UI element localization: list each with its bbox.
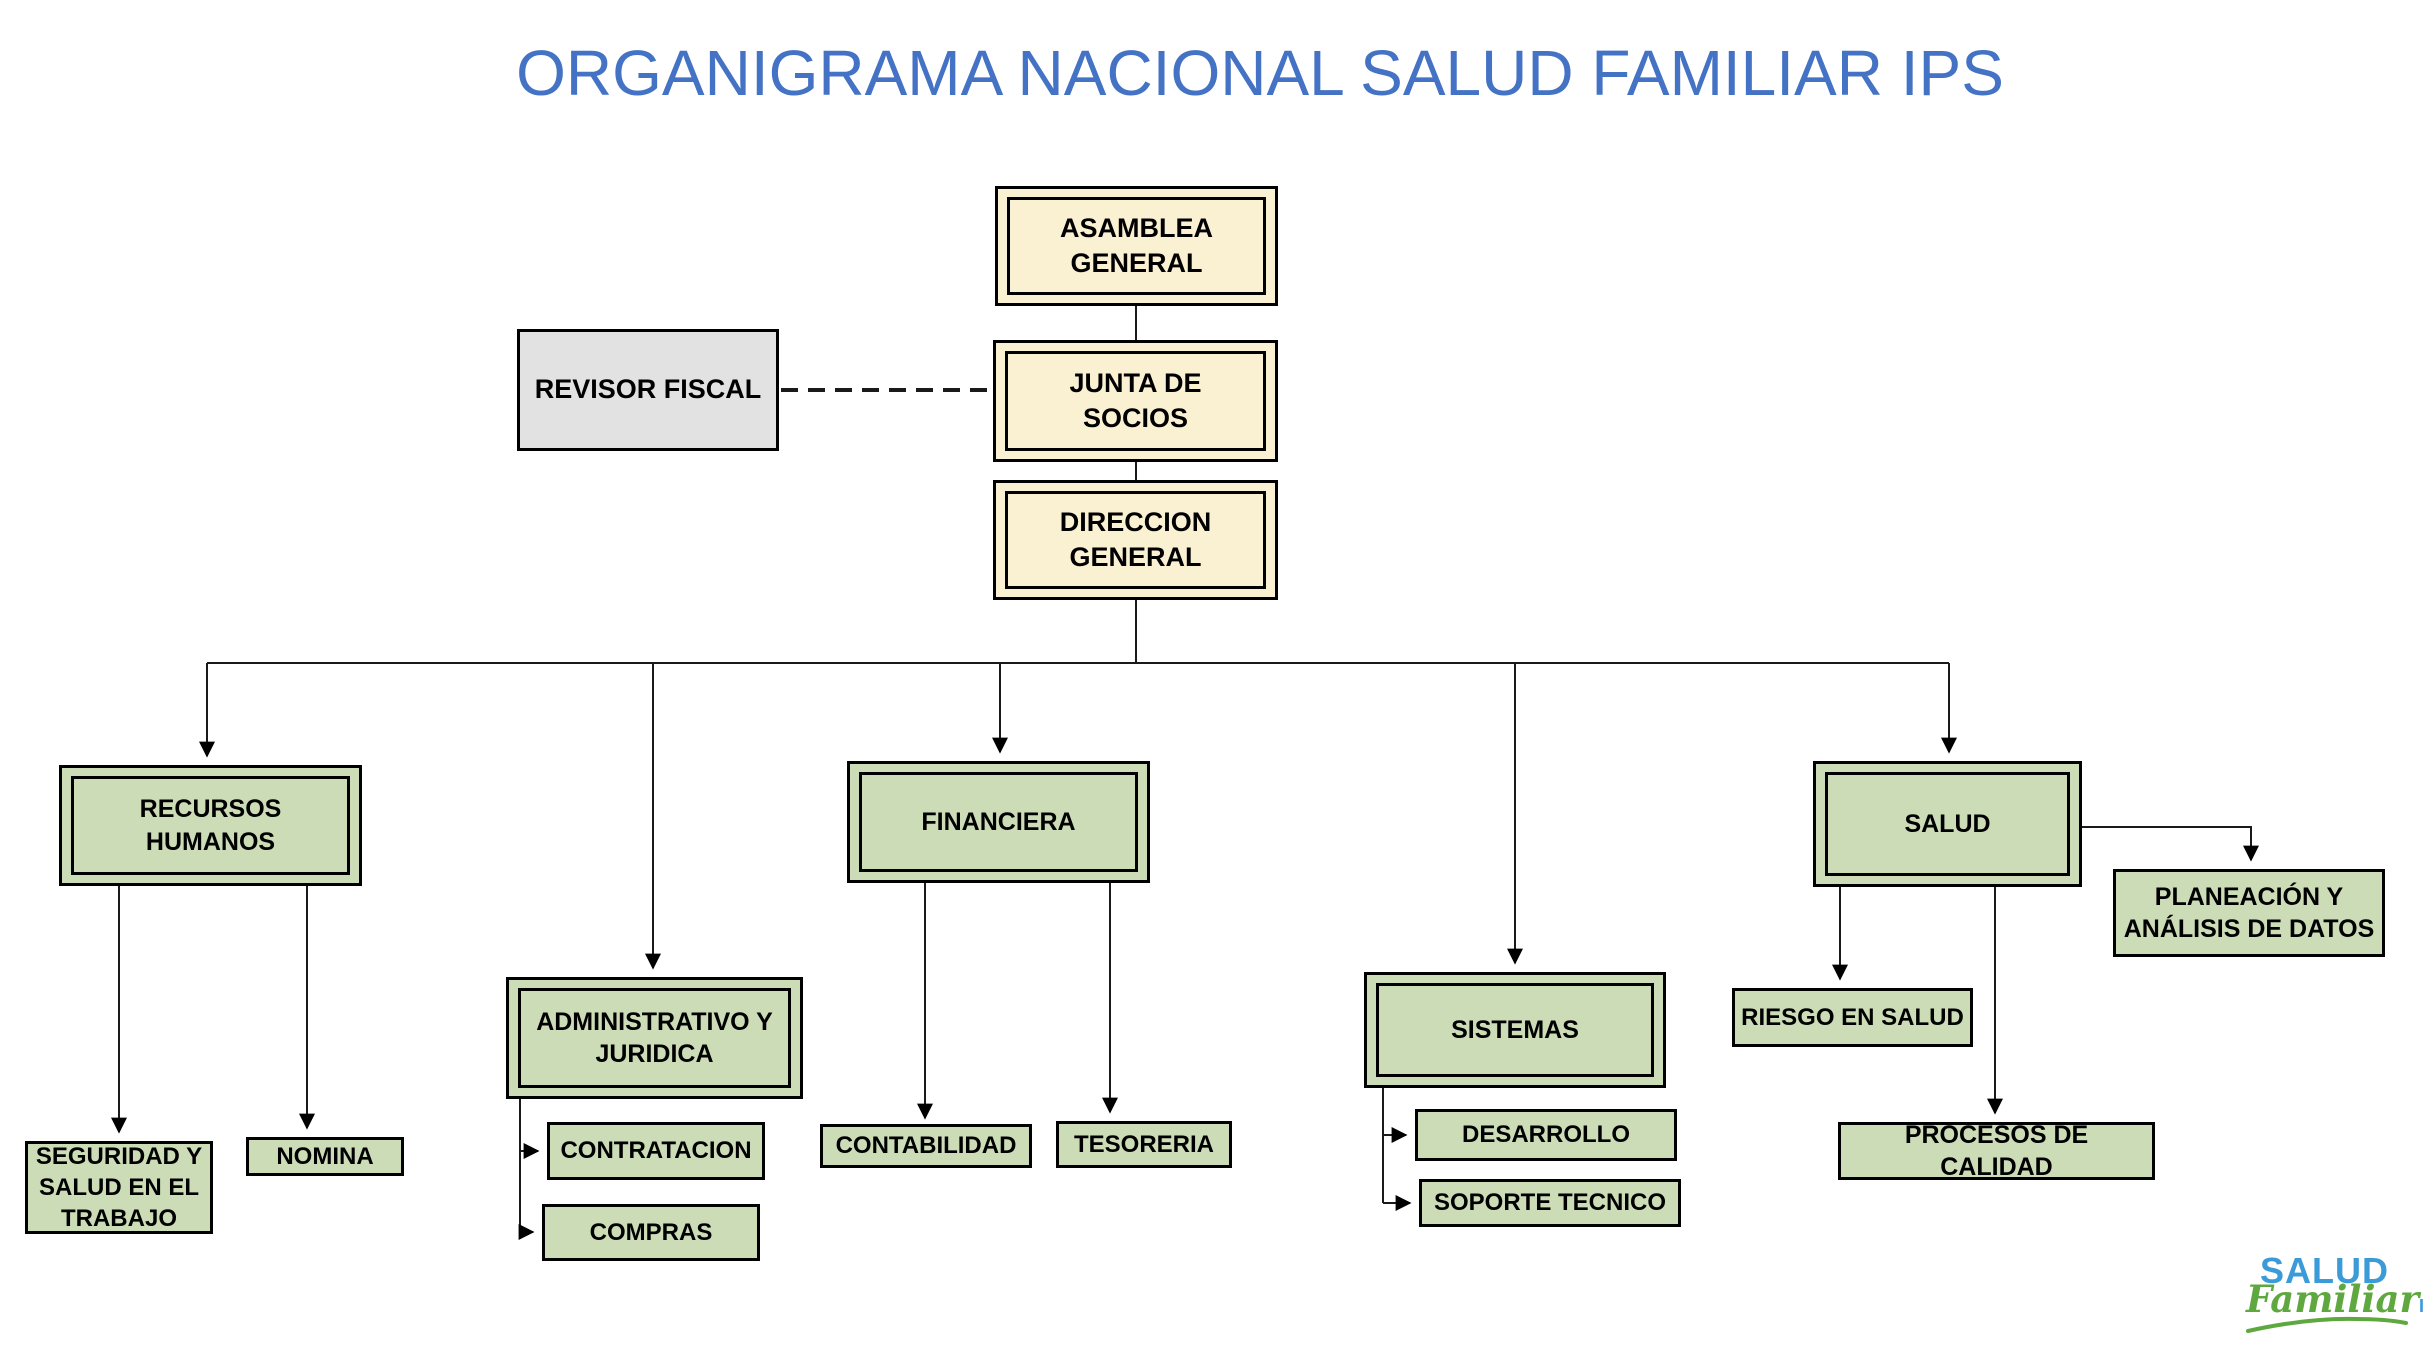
- node-label: COMPRAS: [589, 1218, 713, 1246]
- node-junta-de-socios: JUNTA DE SOCIOS: [993, 340, 1278, 462]
- node-label: SOPORTE TECNICO: [1433, 1189, 1667, 1217]
- node-label: ASAMBLEA GENERAL: [1060, 212, 1213, 278]
- node-nomina: NOMINA: [246, 1137, 404, 1176]
- page-title: ORGANIGRAMA NACIONAL SALUD FAMILIAR IPS: [516, 37, 2004, 109]
- node-riesgo-en-salud: RIESGO EN SALUD: [1732, 988, 1973, 1047]
- node-label: TESORERIA: [1073, 1130, 1214, 1158]
- node-label: CONTABILIDAD: [835, 1132, 1017, 1160]
- node-tesoreria: TESORERIA: [1056, 1121, 1232, 1168]
- node-label: DIRECCION GENERAL: [1059, 506, 1212, 572]
- node-compras: COMPRAS: [542, 1204, 760, 1261]
- node-label: RECURSOS HUMANOS: [139, 795, 282, 856]
- node-financiera: FINANCIERA: [847, 761, 1150, 883]
- node-salud: SALUD: [1813, 761, 2082, 887]
- node-revisor-fiscal: REVISOR FISCAL: [517, 329, 779, 451]
- node-label: RIESGO EN SALUD: [1741, 1003, 1964, 1031]
- node-label: PROCESOS DE CALIDAD: [1904, 1120, 2089, 1182]
- node-planeacion-analisis-datos: PLANEACIÓN Y ANÁLISIS DE DATOS: [2113, 869, 2385, 957]
- node-label: DESARROLLO: [1462, 1121, 1630, 1149]
- node-label: SALUD: [1904, 809, 1991, 838]
- node-label: PLANEACIÓN Y ANÁLISIS DE DATOS: [2123, 882, 2375, 944]
- logo-ips-text: IPS: [2419, 1295, 2424, 1316]
- logo-salud-text: SALUD: [2260, 1250, 2389, 1291]
- node-label: SEGURIDAD Y SALUD EN EL TRABAJO: [35, 1142, 203, 1233]
- node-asamblea-general: ASAMBLEA GENERAL: [995, 186, 1278, 306]
- node-administrativo-juridica: ADMINISTRATIVO Y JURIDICA: [506, 977, 803, 1099]
- logo-swoosh-icon: [2246, 1314, 2416, 1339]
- node-contabilidad: CONTABILIDAD: [820, 1124, 1032, 1168]
- node-label: NOMINA: [276, 1142, 374, 1170]
- node-label: FINANCIERA: [921, 807, 1076, 836]
- node-label: CONTRATACION: [560, 1137, 752, 1165]
- logo-familiar-text: Familiar: [2246, 1276, 2420, 1321]
- node-recursos-humanos: RECURSOS HUMANOS: [59, 765, 362, 886]
- node-label: JUNTA DE SOCIOS: [1069, 367, 1202, 433]
- node-seguridad-salud-trabajo: SEGURIDAD Y SALUD EN EL TRABAJO: [25, 1141, 213, 1234]
- node-soporte-tecnico: SOPORTE TECNICO: [1419, 1179, 1681, 1227]
- node-direccion-general: DIRECCION GENERAL: [993, 480, 1278, 600]
- node-label: REVISOR FISCAL: [534, 374, 762, 405]
- node-contratacion: CONTRATACION: [547, 1122, 765, 1180]
- node-procesos-de-calidad: PROCESOS DE CALIDAD: [1838, 1121, 2155, 1181]
- node-label: ADMINISTRATIVO Y JURIDICA: [536, 1007, 773, 1069]
- connector-salud-planeacion: [2082, 826, 2259, 862]
- node-sistemas: SISTEMAS: [1364, 972, 1666, 1088]
- node-label: SISTEMAS: [1451, 1015, 1579, 1044]
- salud-familiar-ips-logo: SALUD FamiliarIPS: [2246, 1250, 2424, 1352]
- node-desarrollo: DESARROLLO: [1415, 1109, 1677, 1161]
